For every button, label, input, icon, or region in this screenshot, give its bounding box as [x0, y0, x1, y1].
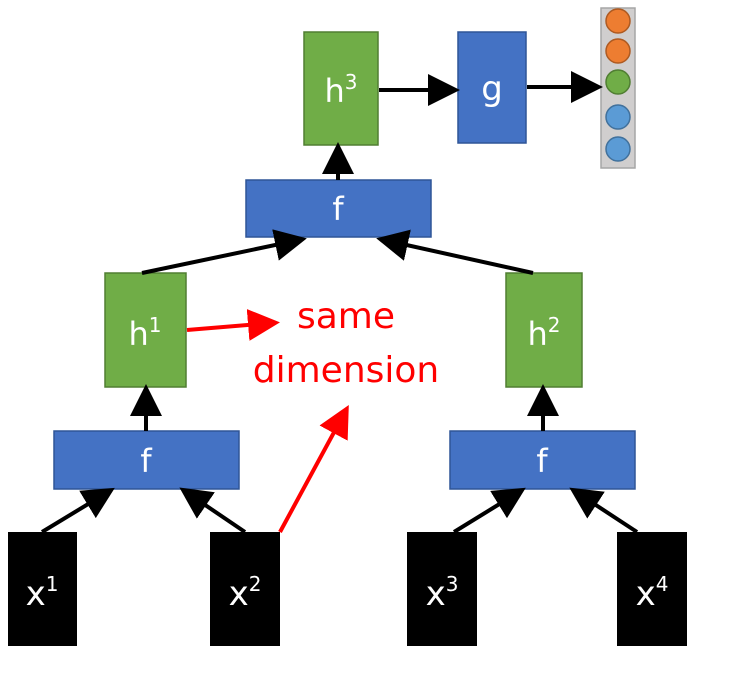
- input-x2-label: x2: [229, 572, 262, 614]
- input-x1: x1: [8, 532, 77, 646]
- output-cell-3: [605, 69, 631, 95]
- f-box-left: f: [53, 430, 240, 490]
- arrow-x1-to-f-left: [40, 487, 115, 534]
- input-x3: x3: [407, 532, 477, 646]
- input-x4-label: x4: [636, 572, 669, 614]
- hidden-h2-label: h2: [527, 313, 560, 353]
- arrow-x4-to-f-right: [569, 487, 639, 534]
- arrow-h1-to-f-top: [141, 229, 307, 275]
- annotation-dimension: dimension: [253, 350, 440, 391]
- arrow-x2-to-f-left: [179, 487, 247, 534]
- input-x2: x2: [210, 532, 280, 646]
- hidden-h3-label: h3: [324, 70, 357, 110]
- input-x1-label: x1: [26, 572, 59, 614]
- output-cell-1: [605, 8, 631, 34]
- annotation-same: same: [297, 296, 395, 337]
- output-cell-5: [605, 136, 631, 162]
- red-arrow-x2-to-annotation: [278, 404, 349, 533]
- arrow-h2-to-f-top: [376, 229, 534, 275]
- output-vector: [600, 7, 636, 169]
- hidden-h1: h1: [104, 272, 187, 388]
- f-box-top: f: [245, 179, 432, 238]
- f-box-top-label: f: [332, 190, 344, 228]
- hidden-h1-label: h1: [128, 313, 161, 353]
- output-cell-4: [605, 104, 631, 130]
- output-cell-2: [605, 38, 631, 64]
- arrow-x3-to-f-right: [452, 487, 526, 534]
- hidden-h2: h2: [505, 272, 583, 388]
- input-x3-label: x3: [426, 572, 459, 614]
- input-x4: x4: [617, 532, 687, 646]
- red-arrow-h1-to-annotation: [186, 309, 280, 341]
- f-box-left-label: f: [140, 442, 152, 480]
- f-box-right: f: [449, 430, 636, 490]
- f-box-right-label: f: [536, 442, 548, 480]
- g-box-label: g: [481, 69, 503, 109]
- hidden-h3: h3: [303, 31, 379, 146]
- g-box: g: [457, 31, 527, 144]
